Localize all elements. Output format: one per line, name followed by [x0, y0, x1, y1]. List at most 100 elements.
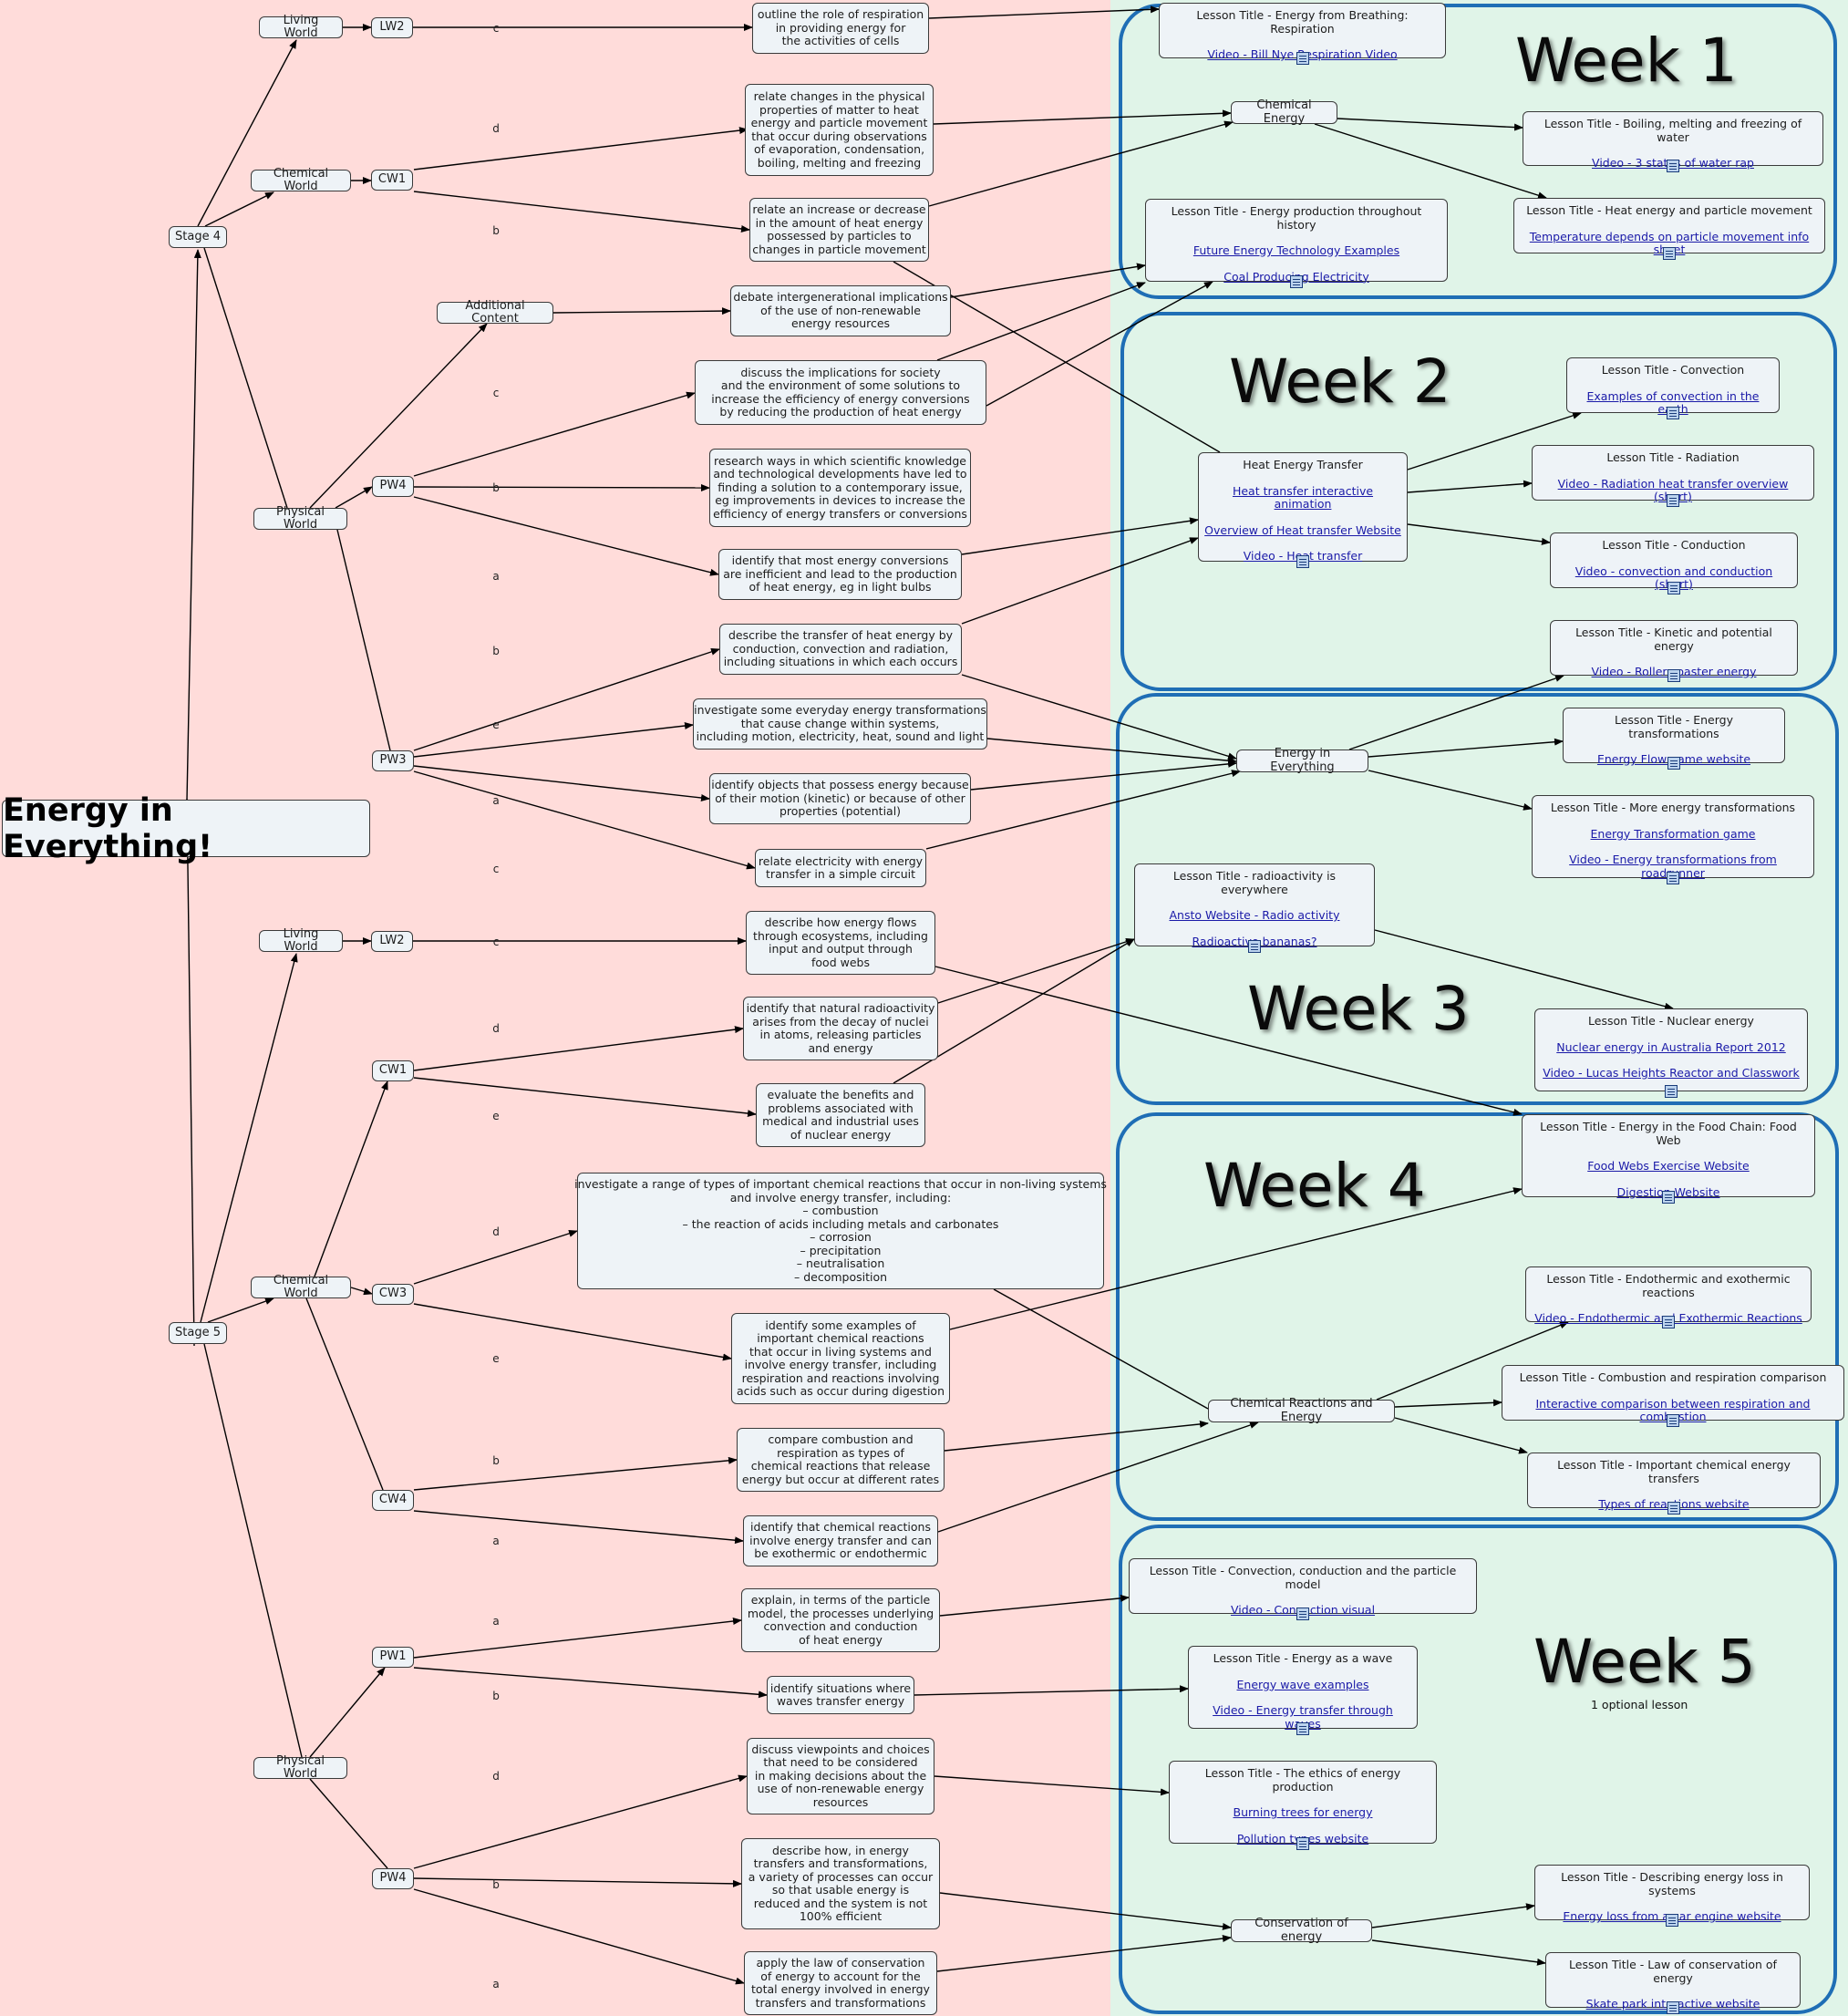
- code-pw3-s4[interactable]: PW3: [372, 750, 414, 771]
- stage-4-node[interactable]: Stage 4: [169, 226, 227, 248]
- lesson-convpart[interactable]: Lesson Title - Convection, conduction an…: [1129, 1558, 1477, 1620]
- outcome-heat-transfer-methods[interactable]: describe the transfer of heat energy by …: [719, 624, 962, 675]
- additional-content-node[interactable]: Additional Content: [437, 299, 553, 326]
- code-lw2-s5[interactable]: LW2: [371, 931, 413, 952]
- lesson-heatpart[interactable]: Lesson Title - Heat energy and particle …: [1513, 198, 1825, 260]
- lesson-radio[interactable]: Lesson Title - radioactivity is everywhe…: [1134, 863, 1375, 953]
- outcome-particle-model[interactable]: explain, in terms of the particle model,…: [741, 1588, 940, 1652]
- lesson-endo[interactable]: Lesson Title - Endothermic and exothermi…: [1525, 1266, 1812, 1328]
- document-icon[interactable]: [1667, 1502, 1680, 1515]
- code-cw3-s5[interactable]: CW3: [372, 1284, 414, 1305]
- outcome-chemical-reactions-nonliving[interactable]: investigate a range of types of importan…: [574, 1173, 1107, 1289]
- lesson-link[interactable]: Burning trees for energy: [1233, 1805, 1373, 1819]
- document-icon[interactable]: [1667, 757, 1680, 770]
- outcome-kinetic-potential[interactable]: identify objects that possess energy bec…: [709, 773, 971, 824]
- outcome-ecosystems[interactable]: describe how energy flows through ecosys…: [746, 911, 935, 975]
- lesson-law[interactable]: Lesson Title - Law of conservation of en…: [1545, 1952, 1801, 2014]
- document-icon[interactable]: [1667, 582, 1680, 594]
- lesson-comb[interactable]: Lesson Title - Combustion and respiratio…: [1502, 1365, 1844, 1427]
- link-heat-transfer-animation[interactable]: Heat transfer interactive animation: [1232, 483, 1374, 511]
- physical-world-node-s4[interactable]: Physical World: [253, 505, 347, 532]
- code-cw1-s4[interactable]: CW1: [371, 170, 413, 191]
- outcome-research-tech[interactable]: research ways in which scientific knowle…: [709, 449, 971, 527]
- hub-conservation-of-energy[interactable]: Conservation of energy: [1231, 1917, 1372, 1943]
- outcome-waves[interactable]: identify situations where waves transfer…: [767, 1676, 914, 1714]
- document-icon[interactable]: [1667, 160, 1679, 172]
- lesson-link[interactable]: Video - Lucas Heights Reactor and Classw…: [1543, 1066, 1800, 1080]
- lesson-link[interactable]: Nuclear energy in Australia Report 2012: [1556, 1039, 1786, 1054]
- lesson-link[interactable]: Energy wave examples: [1236, 1677, 1369, 1691]
- code-pw1-s5[interactable]: PW1: [372, 1647, 414, 1668]
- lesson-kin[interactable]: Lesson Title - Kinetic and potential ene…: [1550, 620, 1798, 682]
- document-icon[interactable]: [1667, 1414, 1679, 1427]
- document-icon[interactable]: [1667, 872, 1679, 884]
- document-icon[interactable]: [1296, 52, 1309, 65]
- outcome-respiration[interactable]: outline the role of respiration in provi…: [752, 3, 929, 54]
- hub-chemical-energy[interactable]: Chemical Energy: [1231, 98, 1337, 125]
- lesson-link[interactable]: Energy Transformation game: [1590, 826, 1756, 841]
- document-icon[interactable]: [1667, 2001, 1679, 2014]
- chemical-world-node-s4[interactable]: Chemical World: [251, 167, 351, 193]
- outcome-chemical-reactions-living[interactable]: identify some examples of important chem…: [731, 1313, 950, 1404]
- outcome-inefficient-conversions[interactable]: identify that most energy conversions ar…: [718, 549, 962, 600]
- hub-energy-in-everything[interactable]: Energy in Everything: [1236, 747, 1368, 773]
- lesson-hist[interactable]: Lesson Title - Energy production through…: [1145, 199, 1448, 288]
- living-world-node-s4[interactable]: Living World: [259, 14, 343, 40]
- outcome-everyday-transformations[interactable]: investigate some everyday energy transfo…: [693, 698, 987, 750]
- chemical-world-node-s5[interactable]: Chemical World: [251, 1274, 351, 1300]
- lesson-food[interactable]: Lesson Title - Energy in the Food Chain:…: [1522, 1114, 1815, 1204]
- document-icon[interactable]: [1667, 669, 1680, 682]
- code-lw2-s4[interactable]: LW2: [371, 17, 413, 38]
- lesson-link[interactable]: Food Webs Exercise Website: [1587, 1159, 1750, 1173]
- lesson-ethics[interactable]: Lesson Title - The ethics of energy prod…: [1169, 1761, 1437, 1850]
- lesson-link[interactable]: Video - Energy transformations from road…: [1569, 853, 1777, 879]
- link-heat-transfer-overview[interactable]: Overview of Heat transfer Website: [1204, 522, 1401, 537]
- document-icon[interactable]: [1665, 1085, 1678, 1098]
- document-icon[interactable]: [1662, 1316, 1675, 1328]
- document-icon[interactable]: [1290, 275, 1303, 288]
- document-icon[interactable]: [1296, 1722, 1309, 1735]
- document-icon[interactable]: [1667, 494, 1679, 507]
- code-cw4-s5[interactable]: CW4: [372, 1490, 414, 1511]
- lesson-resp[interactable]: Lesson Title - Energy from Breathing: Re…: [1159, 3, 1446, 65]
- outcome-physical-properties[interactable]: relate changes in the physical propertie…: [745, 84, 934, 176]
- document-icon[interactable]: [1666, 1914, 1678, 1927]
- lesson-link[interactable]: Future Energy Technology Examples: [1192, 243, 1400, 257]
- outcome-heat-particles[interactable]: relate an increase or decrease in the am…: [749, 198, 929, 262]
- lesson-imp[interactable]: Lesson Title - Important chemical energy…: [1527, 1453, 1821, 1515]
- code-pw4-s5[interactable]: PW4: [372, 1868, 414, 1889]
- outcome-exo-endothermic[interactable]: identify that chemical reactions involve…: [743, 1515, 938, 1566]
- outcome-usable-energy-reduced[interactable]: describe how, in energy transfers and tr…: [741, 1838, 940, 1929]
- document-icon[interactable]: [1296, 1837, 1309, 1850]
- living-world-node-s5[interactable]: Living World: [259, 927, 343, 954]
- outcome-efficiency-society[interactable]: discuss the implications for society and…: [695, 360, 986, 425]
- lesson-more[interactable]: Lesson Title - More energy transformatio…: [1532, 795, 1814, 884]
- hub-chemical-reactions-energy[interactable]: Chemical Reactions and Energy: [1208, 1397, 1395, 1423]
- lesson-boil[interactable]: Lesson Title - Boiling, melting and free…: [1523, 111, 1823, 172]
- document-icon[interactable]: [1662, 1191, 1675, 1204]
- document-icon[interactable]: [1296, 1608, 1309, 1620]
- document-icon[interactable]: [1663, 247, 1676, 260]
- lesson-loss[interactable]: Lesson Title - Describing energy loss in…: [1534, 1865, 1810, 1927]
- document-icon[interactable]: [1667, 407, 1679, 419]
- outcome-radioactivity[interactable]: identify that natural radioactivity aris…: [743, 997, 938, 1060]
- outcome-combustion-respiration[interactable]: compare combustion and respiration as ty…: [737, 1428, 945, 1492]
- code-cw1-s5[interactable]: CW1: [372, 1060, 414, 1081]
- stage-5-node[interactable]: Stage 5: [169, 1322, 227, 1344]
- physical-world-node-s5[interactable]: Physical World: [253, 1754, 347, 1781]
- outcome-nuclear-uses[interactable]: evaluate the benefits and problems assoc…: [756, 1083, 925, 1147]
- outcome-electricity-circuit[interactable]: relate electricity with energy transfer …: [755, 849, 926, 887]
- outcome-conservation-law[interactable]: apply the law of conservation of energy …: [744, 1951, 937, 2015]
- document-icon[interactable]: [1296, 555, 1309, 568]
- outcome-nonrenewable-viewpoints[interactable]: discuss viewpoints and choices that need…: [747, 1738, 934, 1814]
- outcome-intergenerational[interactable]: debate intergenerational implications of…: [730, 285, 951, 336]
- hub-heat-energy-transfer[interactable]: Heat Energy Transfer Heat transfer inter…: [1198, 452, 1408, 568]
- code-pw4-s4[interactable]: PW4: [372, 476, 414, 497]
- lesson-link[interactable]: Ansto Website - Radio activity: [1169, 908, 1340, 922]
